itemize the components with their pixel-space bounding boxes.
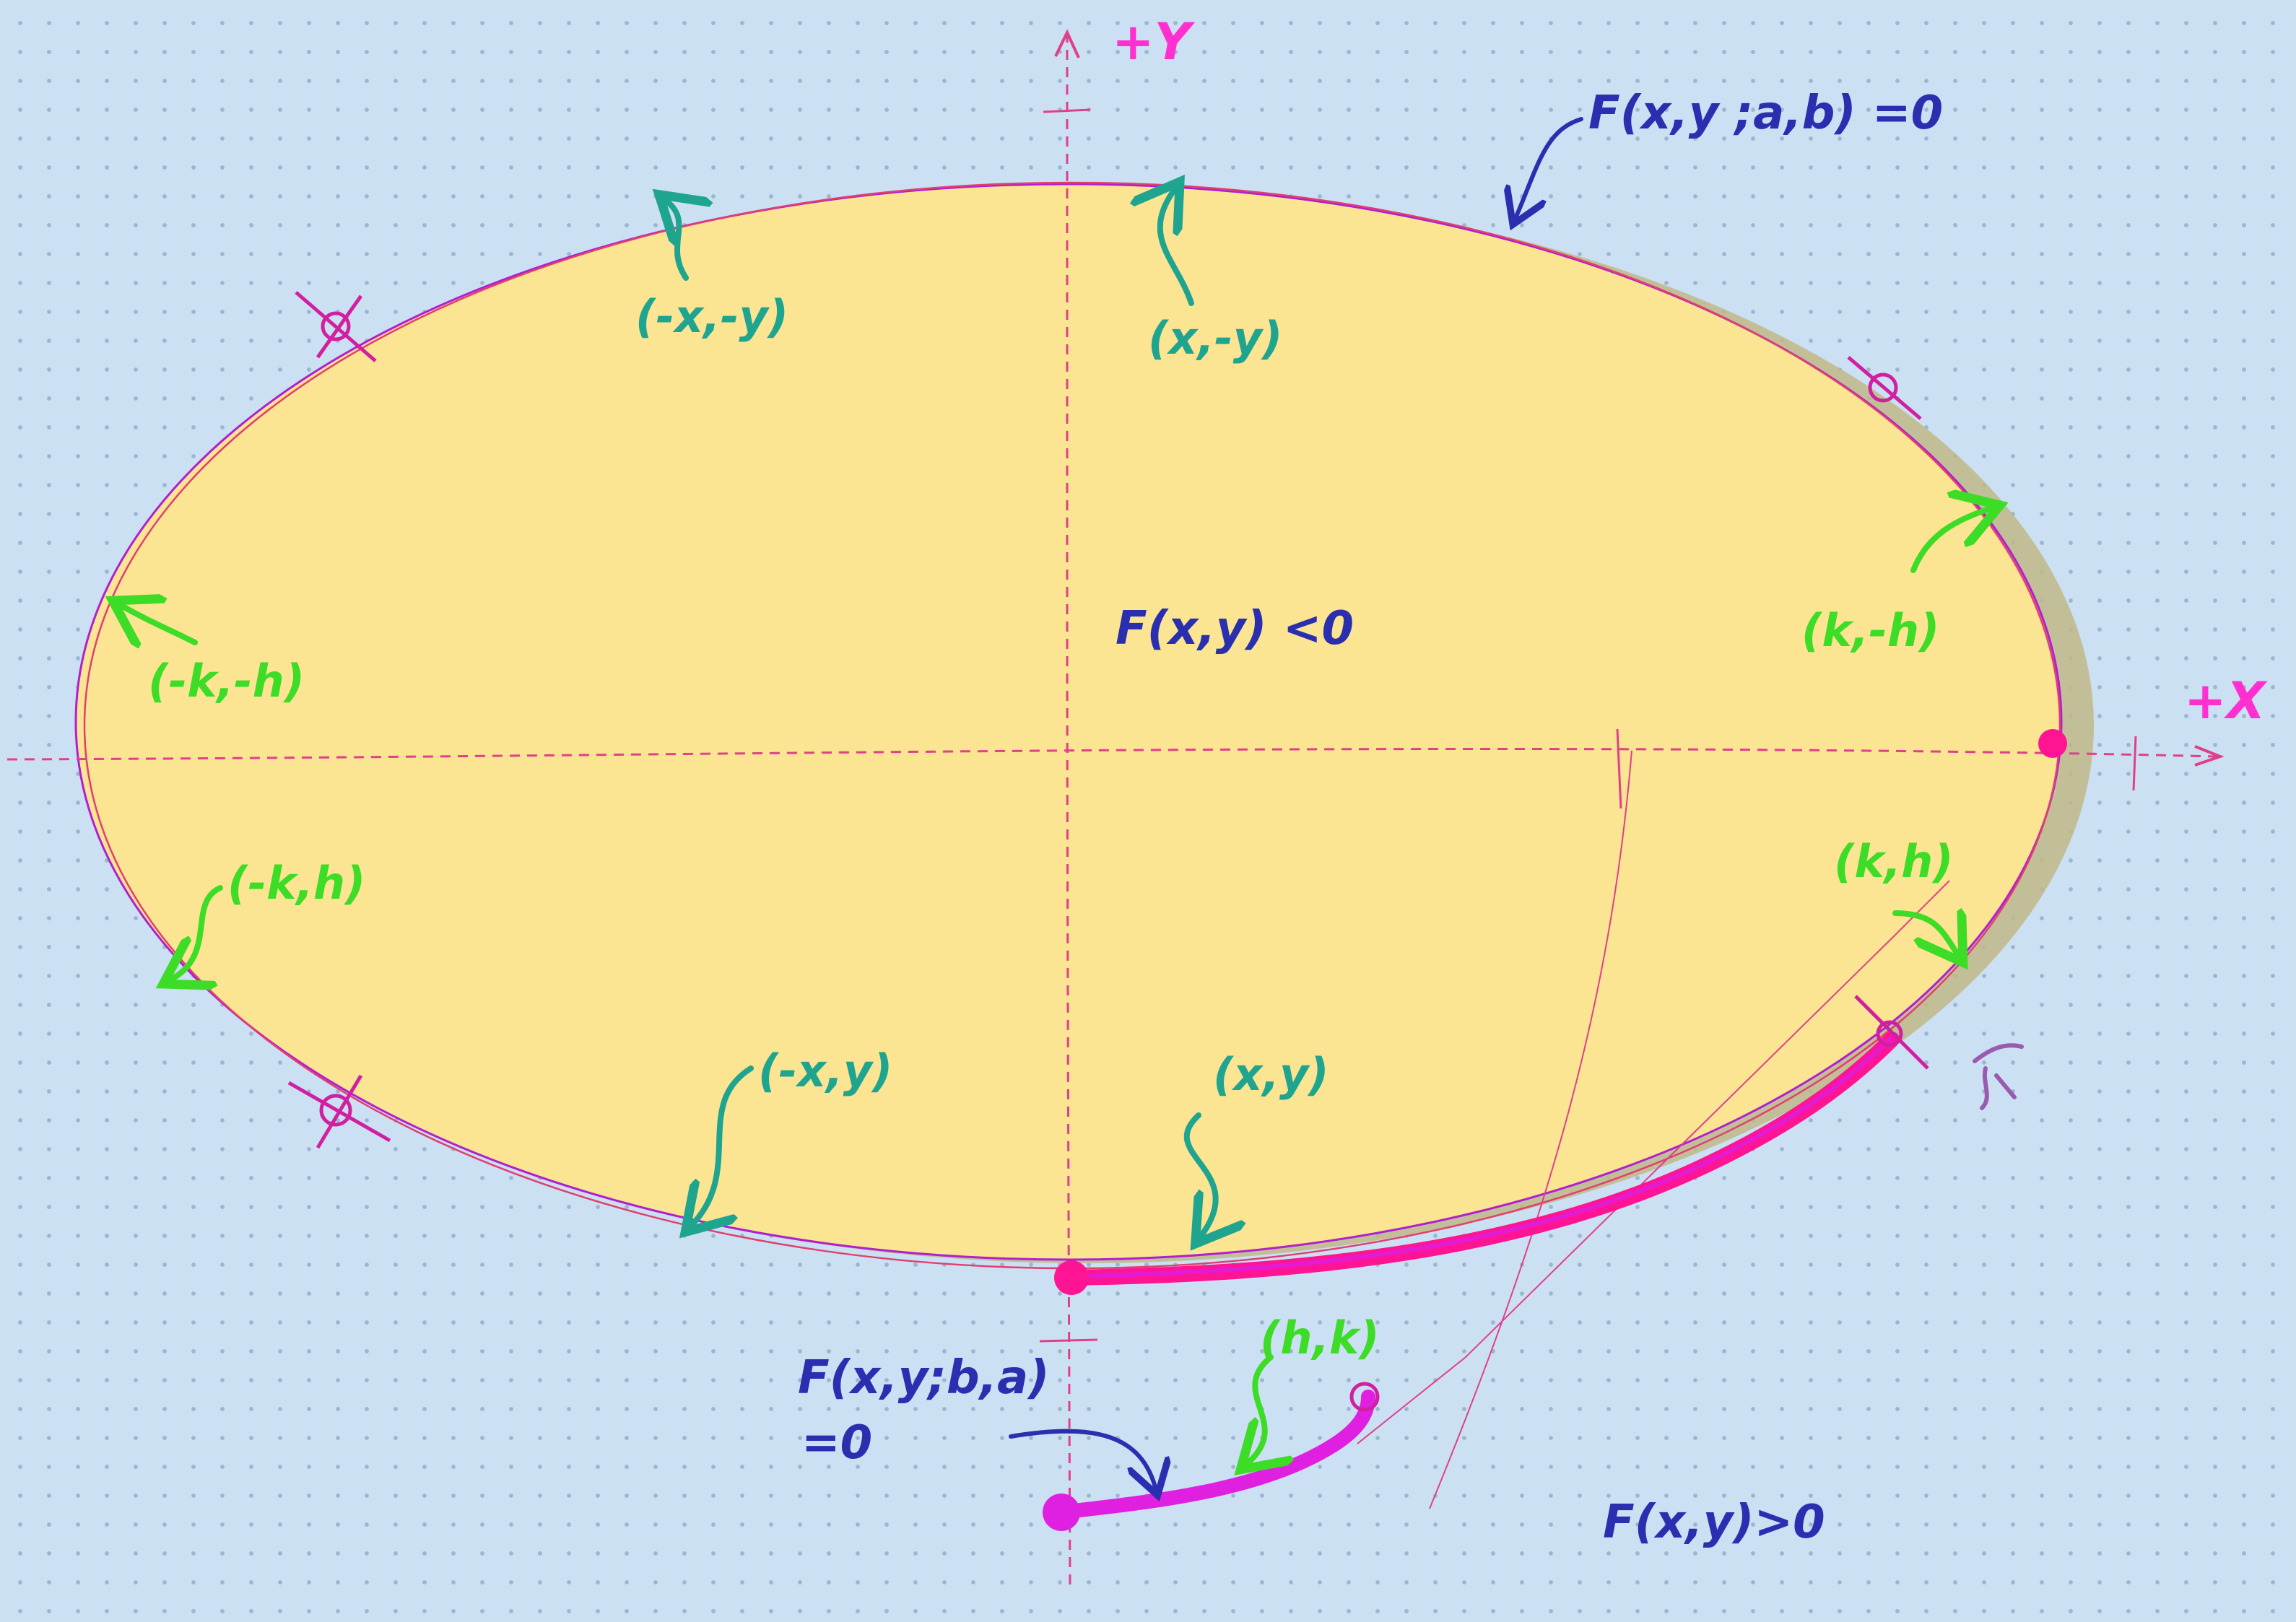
scribble-mark bbox=[1973, 1043, 2024, 1110]
point-right-vertex bbox=[2038, 729, 2067, 758]
arrow-x-y bbox=[1183, 1112, 1216, 1234]
label-neg-k-neg-h: (-k,-h) bbox=[148, 655, 305, 707]
arrow-neg-k-h bbox=[173, 885, 223, 978]
ellipse-region bbox=[76, 184, 2061, 1260]
label-neg-k-h: (-k,h) bbox=[227, 857, 365, 910]
x-axis bbox=[6, 728, 2225, 809]
arrow-h-k bbox=[1249, 1354, 1271, 1462]
point-ring-bottom-right bbox=[1854, 995, 1929, 1070]
point-bottom-vertex bbox=[1054, 1260, 1089, 1295]
point-ring-hk bbox=[1349, 1382, 1380, 1412]
label-neg-x-y: (-x,y) bbox=[758, 1045, 892, 1097]
y-axis-label: +Y bbox=[1112, 12, 1196, 71]
x-axis-label: +X bbox=[2184, 671, 2268, 731]
swapped-equation-line2: =0 bbox=[801, 1416, 872, 1470]
label-h-k: (h,k) bbox=[1260, 1312, 1380, 1364]
label-neg-x-neg-y: (-x,-y) bbox=[635, 290, 788, 343]
swapped-curve bbox=[1054, 1390, 1375, 1519]
arrow-neg-x-y bbox=[693, 1065, 754, 1224]
point-ring-top-left bbox=[295, 291, 377, 362]
label-k-neg-h: (k,-h) bbox=[1801, 604, 1939, 657]
outside-label: F(x,y)>0 bbox=[1603, 1496, 1825, 1549]
arrow-neg-x-neg-y bbox=[668, 202, 686, 281]
tangent-line bbox=[1429, 750, 1632, 1509]
arrow-k-neg-h bbox=[1910, 509, 1989, 573]
ellipse-outline bbox=[74, 183, 2063, 1261]
label-k-h: (k,h) bbox=[1834, 835, 1954, 888]
label-x-y: (x,y) bbox=[1213, 1048, 1329, 1101]
point-ring-bottom-left bbox=[287, 1074, 391, 1149]
inside-label: F(x,y) <0 bbox=[1116, 602, 1354, 655]
point-swapped-start bbox=[1043, 1494, 1080, 1531]
arrow-x-neg-y bbox=[1160, 191, 1194, 306]
point-ring-top-right bbox=[1847, 356, 1922, 420]
arrow-neg-k-neg-h bbox=[123, 606, 198, 642]
ellipse-equation-arrow bbox=[1516, 117, 1583, 217]
swapped-equation-arrow bbox=[1009, 1429, 1155, 1487]
arrow-k-h bbox=[1892, 913, 1957, 953]
swapped-equation-line1: F(x,y;b,a) bbox=[798, 1351, 1049, 1405]
highlighted-arc-inner bbox=[1068, 1035, 1894, 1278]
label-x-neg-y: (x,-y) bbox=[1148, 312, 1282, 365]
ellipse-equation: F(x,y ;a,b) =0 bbox=[1588, 87, 1943, 140]
